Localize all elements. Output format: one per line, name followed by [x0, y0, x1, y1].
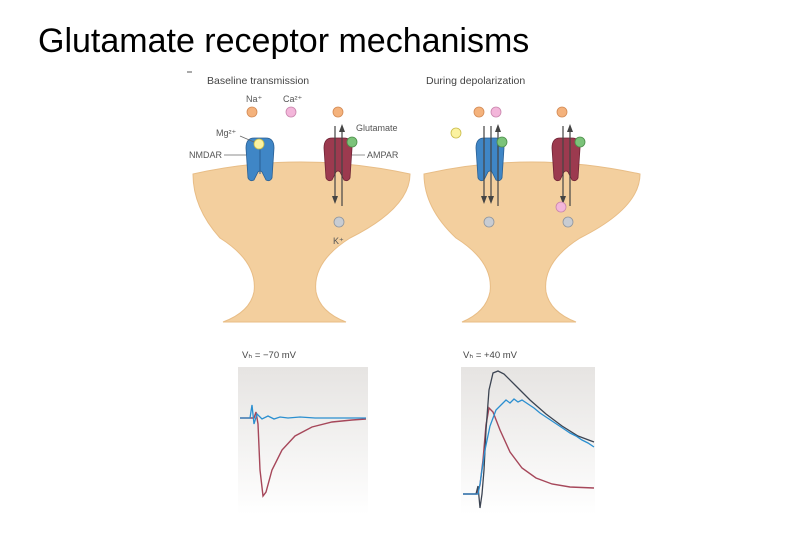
- na-label: Na⁺: [246, 94, 263, 104]
- mg-ion-icon: [451, 128, 461, 138]
- ca-label: Ca²⁺: [283, 94, 303, 104]
- right-trace-box: [461, 367, 595, 515]
- glutamate-icon: [497, 137, 507, 147]
- ca-ion-icon: [556, 202, 566, 212]
- left-trace-box: [238, 367, 368, 515]
- right-panel-heading: During depolarization: [426, 75, 525, 87]
- ca-ion-icon: [491, 107, 501, 117]
- glutamate-label: Glutamate: [356, 123, 398, 133]
- left-spine: [193, 162, 410, 322]
- na-ion-icon: [333, 107, 343, 117]
- na-ion-icon: [474, 107, 484, 117]
- mg-label: Mg²⁺: [216, 128, 236, 138]
- k-ion-icon: [484, 217, 494, 227]
- ampar-label: AMPAR: [367, 150, 399, 160]
- left-vh-label: Vₕ = −70 mV: [242, 350, 297, 361]
- right-spine: [424, 162, 640, 322]
- na-ion-icon: [247, 107, 257, 117]
- glutamate-icon: [575, 137, 585, 147]
- left-panel-heading: Baseline transmission: [207, 75, 309, 87]
- right-vh-label: Vₕ = +40 mV: [463, 350, 518, 361]
- k-ion-icon: [563, 217, 573, 227]
- nmdar-label: NMDAR: [189, 150, 222, 160]
- k-label: K⁺: [333, 236, 344, 246]
- na-ion-icon: [557, 107, 567, 117]
- mg-ion-icon: [254, 139, 264, 149]
- ca-ion-icon: [286, 107, 296, 117]
- k-ion-icon: [334, 217, 344, 227]
- glutamate-icon: [347, 137, 357, 147]
